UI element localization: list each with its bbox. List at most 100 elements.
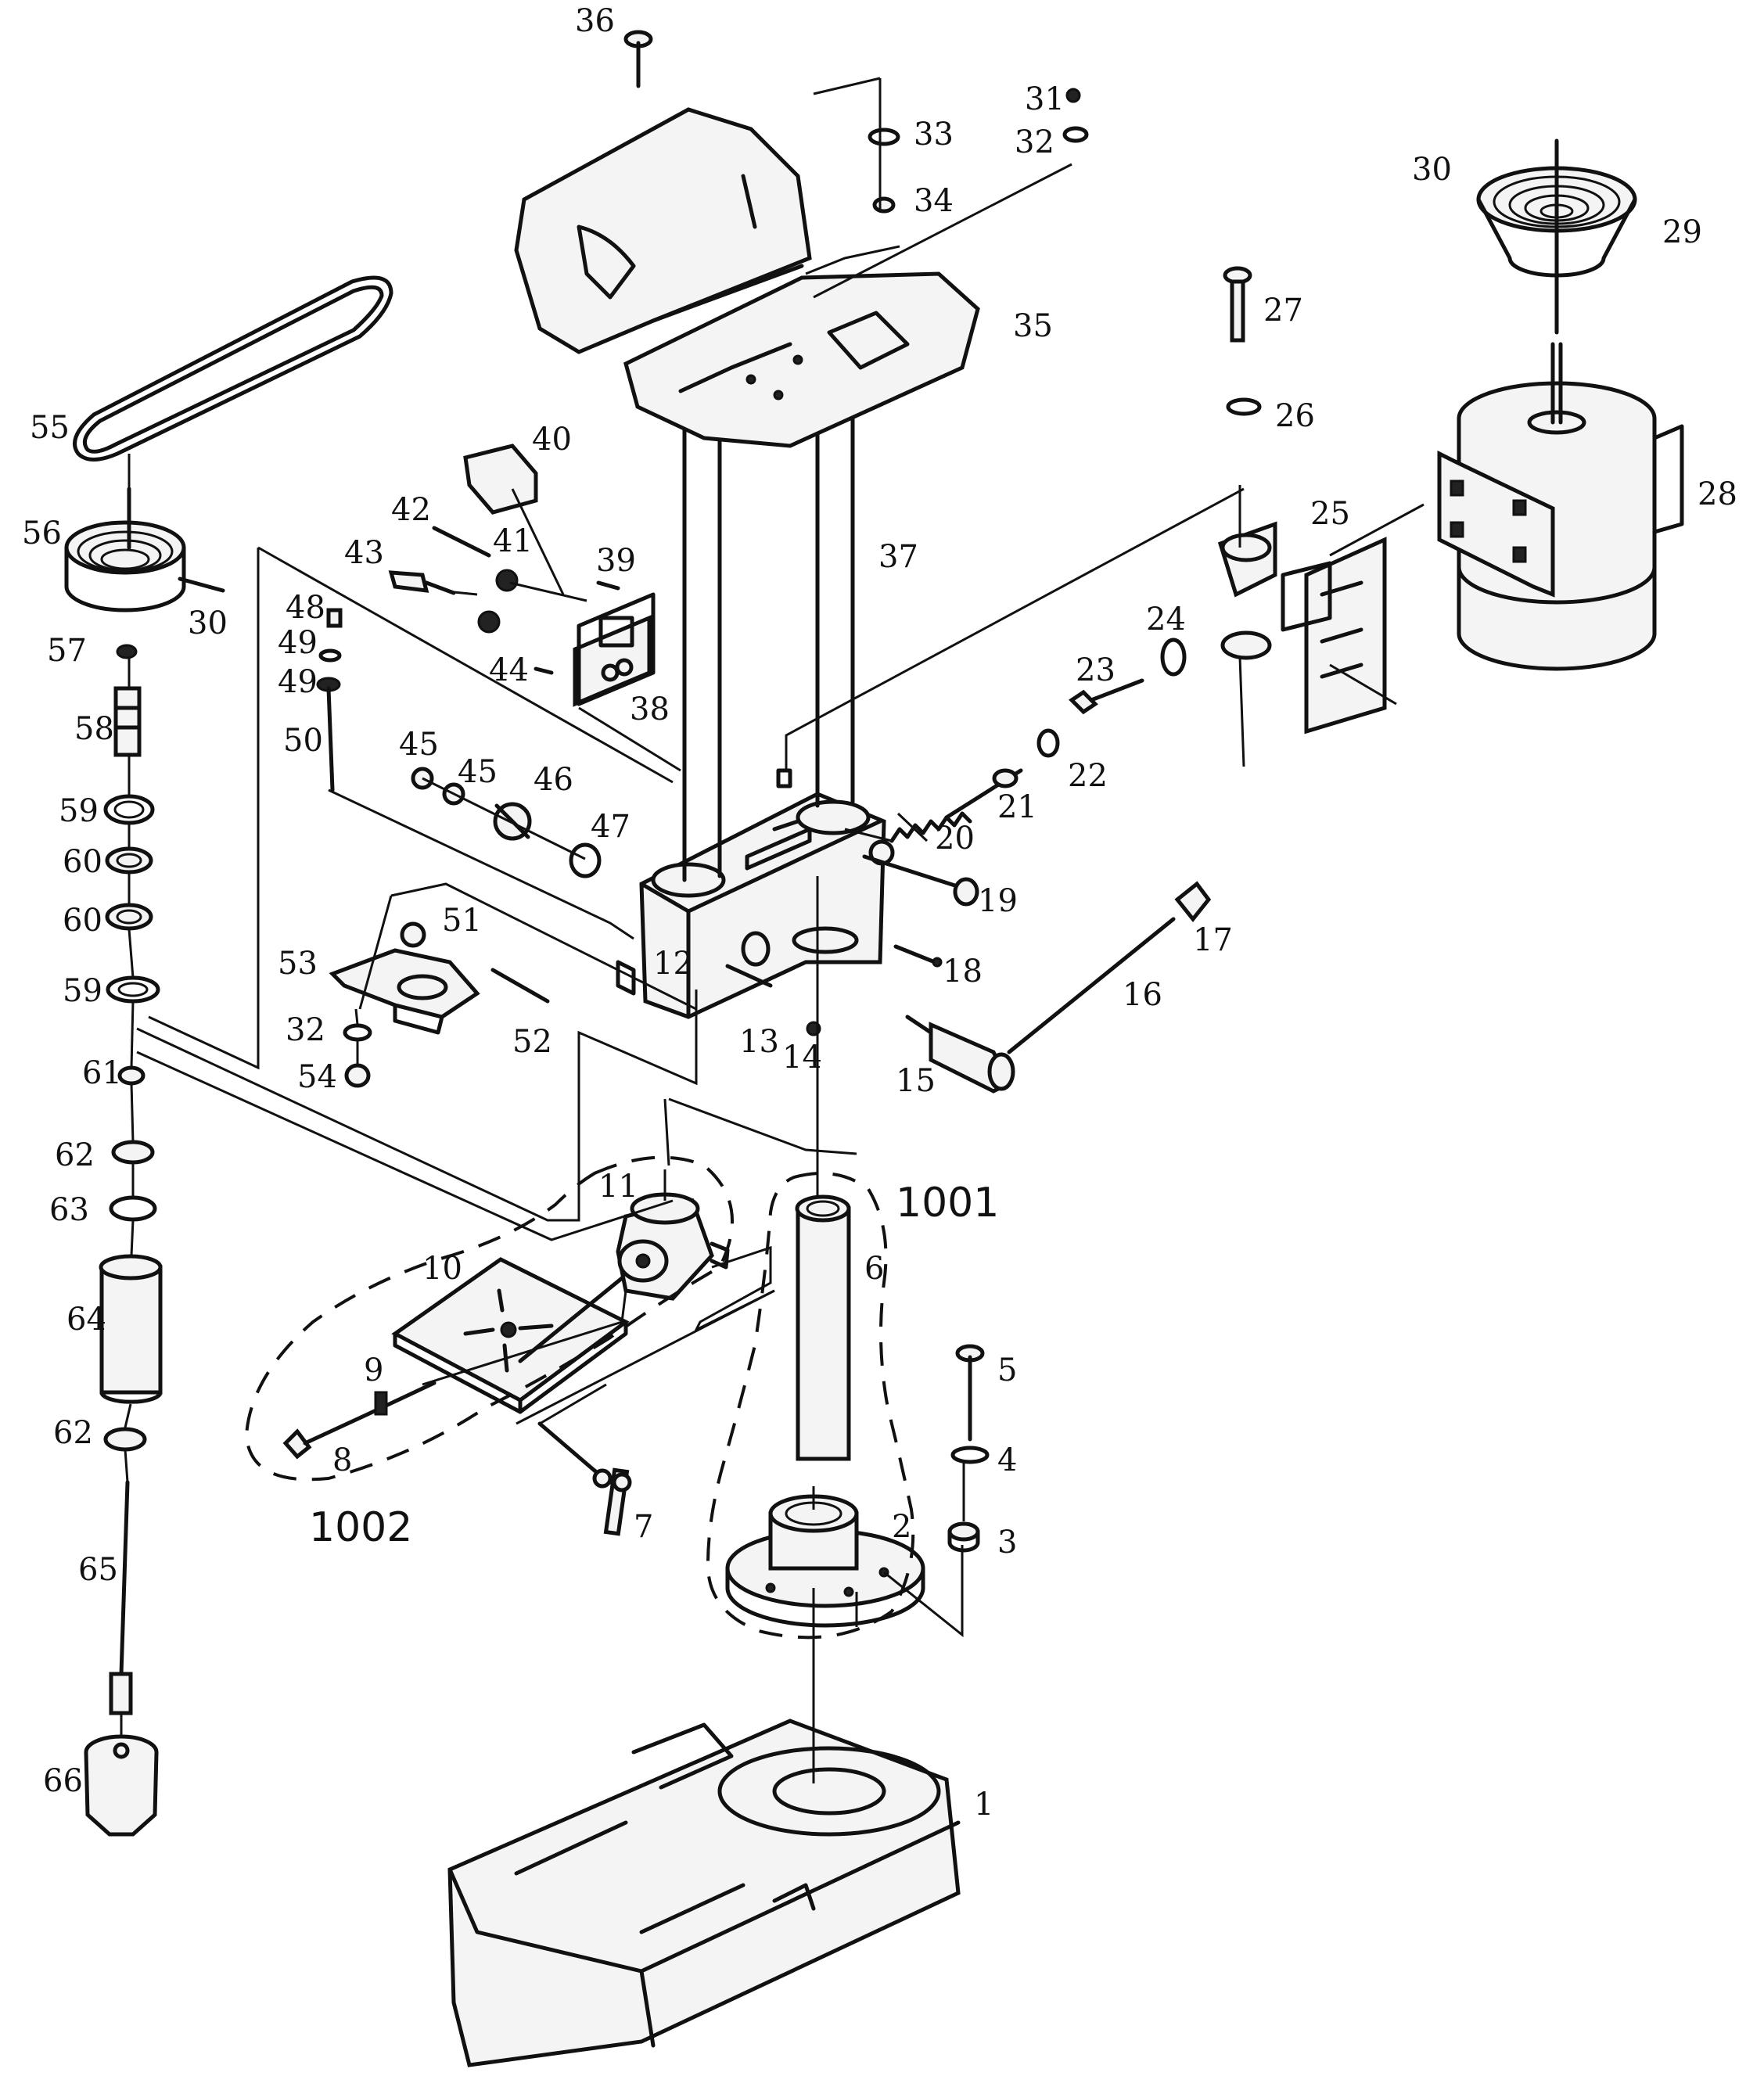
- part-nut-51: [400, 921, 426, 948]
- part-quill-64: [99, 1254, 163, 1404]
- part-label: 4: [997, 1442, 1017, 1478]
- part-label: 40: [532, 422, 572, 458]
- part-washer-33: [868, 128, 900, 146]
- part-switch-40: [463, 444, 538, 515]
- part-label: 19: [978, 883, 1018, 919]
- assembly-label-1001: 1001: [896, 1180, 999, 1227]
- part-switch-43: [388, 570, 456, 595]
- part-label: 59: [63, 973, 102, 1009]
- part-screw-44b: [534, 666, 554, 675]
- part-label: 34: [914, 183, 954, 219]
- part-feed-knob-17: [1174, 881, 1212, 923]
- part-label: 27: [1263, 293, 1303, 329]
- part-feed-rod-16: [1007, 917, 1176, 1054]
- part-label: 30: [188, 605, 228, 641]
- part-label: 7: [634, 1509, 653, 1545]
- part-washer-24: [1160, 638, 1187, 677]
- part-label: 45: [458, 754, 498, 790]
- part-label: 25: [1310, 496, 1350, 532]
- part-screw-31: [1065, 88, 1081, 103]
- part-label: 58: [74, 711, 114, 747]
- part-chuck-66: [84, 1734, 159, 1837]
- part-label: 39: [596, 543, 636, 579]
- part-label: 52: [512, 1024, 552, 1060]
- part-label: 43: [344, 535, 384, 571]
- part-label: 13: [739, 1024, 779, 1060]
- part-label: 21: [997, 789, 1037, 825]
- part-washer-26: [1226, 397, 1262, 416]
- part-label: 64: [66, 1302, 106, 1338]
- part-feed-hub-15: [905, 1015, 1015, 1094]
- part-label: 16: [1123, 977, 1162, 1013]
- part-pointer-19: [862, 854, 979, 907]
- part-label: 24: [1146, 602, 1186, 638]
- part-label: 50: [283, 723, 323, 759]
- part-washer-22: [1036, 728, 1060, 758]
- part-cover-rods: [682, 404, 855, 882]
- assembly-label-1002: 1002: [309, 1504, 412, 1551]
- part-label: 60: [63, 903, 102, 939]
- part-label: 61: [82, 1055, 122, 1091]
- part-label: 38: [630, 691, 670, 727]
- part-table-bolt: [282, 1381, 437, 1460]
- part-label: 12: [653, 946, 693, 982]
- part-label: 49: [278, 664, 318, 700]
- part-spring-20: [889, 811, 972, 843]
- leader-lines: [120, 77, 1424, 1783]
- part-spindle-65: [109, 1480, 133, 1715]
- assembly-outline-1001: [706, 1172, 915, 1640]
- part-label: 17: [1193, 922, 1233, 958]
- part-label: 14: [782, 1040, 822, 1076]
- part-label: 42: [391, 492, 431, 528]
- part-label: 59: [59, 793, 99, 829]
- part-label: 29: [1662, 214, 1702, 250]
- part-motor-pulley: [1476, 138, 1637, 335]
- part-label: 32: [286, 1012, 325, 1048]
- part-screw-18: [893, 944, 943, 968]
- part-shaft-21: [944, 768, 1023, 820]
- part-gear-46: [493, 802, 532, 841]
- part-nut-34: [872, 196, 896, 214]
- part-knob-36: [623, 30, 653, 88]
- part-label: 23: [1076, 652, 1116, 688]
- part-switch-plate: [573, 592, 656, 707]
- part-bearing-60a: [105, 846, 153, 875]
- part-nut-57: [116, 644, 138, 659]
- part-ring-63: [109, 1195, 157, 1222]
- part-pulley-cover: [514, 107, 980, 448]
- part-label: 35: [1013, 308, 1053, 344]
- part-label: 37: [878, 539, 918, 575]
- part-washer-49a: [318, 648, 342, 663]
- part-screw-52: [490, 968, 550, 1004]
- part-washer-32-bottom: [343, 1023, 372, 1042]
- part-belt: [73, 275, 393, 462]
- part-label: 5: [997, 1352, 1017, 1388]
- part-label: 18: [943, 954, 983, 990]
- part-clamp-handle: [537, 1421, 632, 1536]
- part-label: 65: [78, 1552, 118, 1588]
- part-washer-32-top: [1062, 126, 1089, 143]
- part-label: 15: [896, 1063, 936, 1099]
- part-motor-bracket: [1217, 521, 1387, 735]
- part-label: 41: [493, 523, 533, 559]
- part-label: 55: [30, 410, 70, 446]
- part-label: 20: [935, 821, 975, 857]
- part-label: 54: [297, 1059, 337, 1095]
- part-label: 48: [286, 590, 325, 626]
- part-label: 45: [399, 727, 439, 763]
- part-label: 51: [442, 903, 482, 939]
- part-label: 32: [1015, 124, 1054, 160]
- part-depth-bracket-53: [329, 948, 480, 1035]
- part-label: 62: [55, 1137, 95, 1173]
- part-label: 6: [864, 1251, 884, 1287]
- part-bearing-62b: [103, 1427, 147, 1452]
- part-nut-61: [117, 1065, 146, 1086]
- part-column-tube: [795, 1194, 851, 1461]
- part-label: 2: [892, 1509, 911, 1545]
- part-label: 49: [278, 625, 318, 661]
- part-label: 1: [974, 1787, 993, 1823]
- part-table-bracket: [616, 1192, 730, 1301]
- part-label: 66: [43, 1763, 83, 1799]
- part-label: 56: [22, 515, 62, 551]
- part-label: 62: [53, 1415, 93, 1451]
